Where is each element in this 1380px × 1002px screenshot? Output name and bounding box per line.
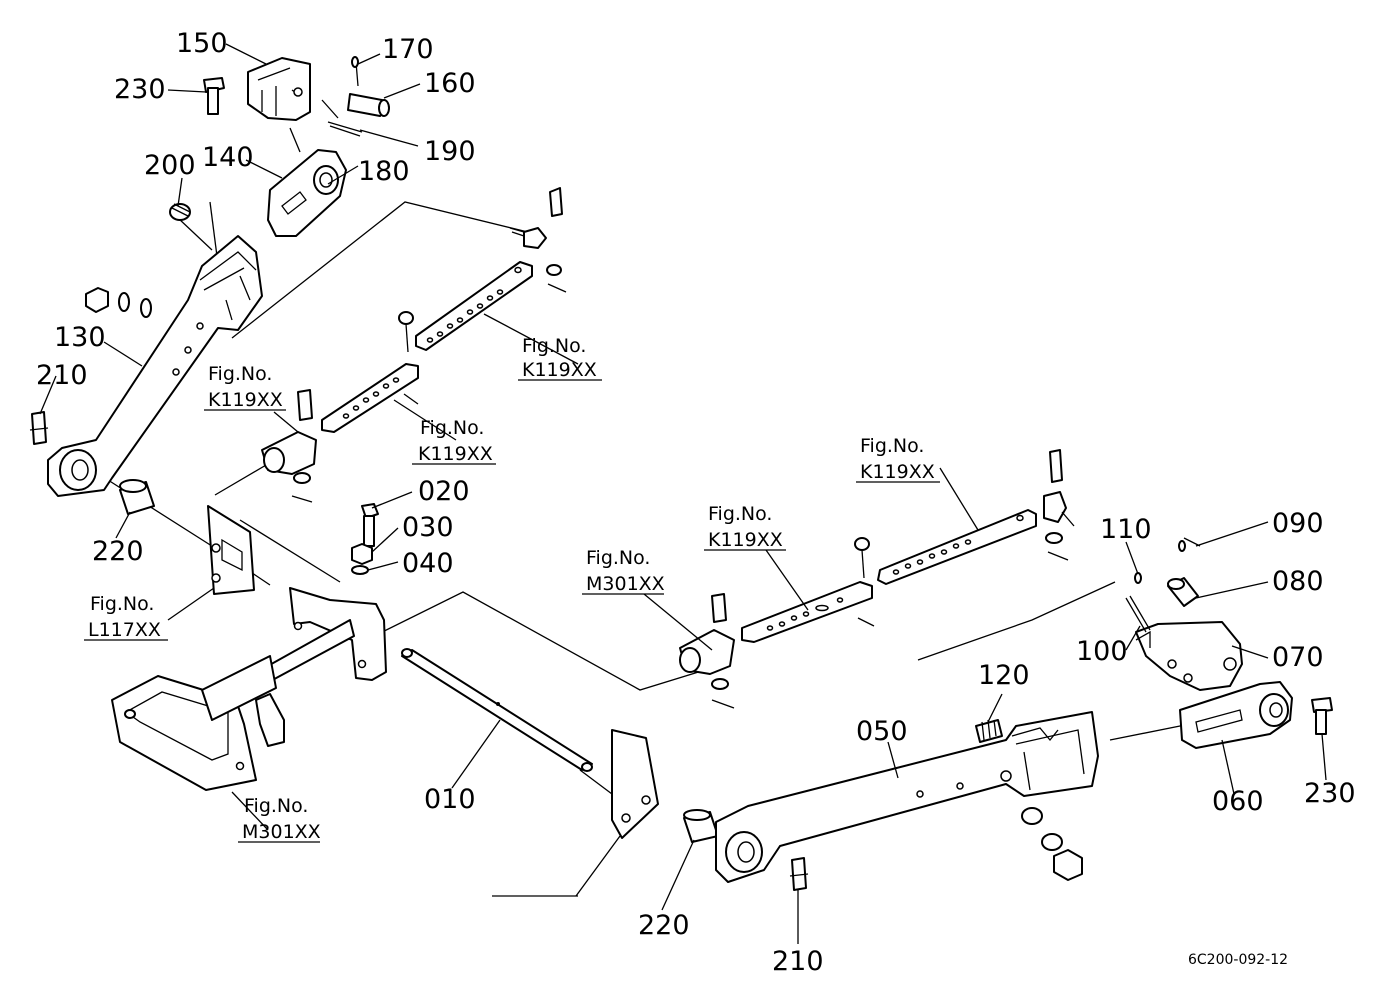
- part-230-pin-right: [1311, 697, 1333, 735]
- figref-title: Fig.No.: [586, 547, 650, 569]
- callout-210-right: 210: [772, 946, 824, 977]
- mast-bracket-m301-left: [207, 505, 255, 595]
- callout-160: 160: [424, 68, 476, 99]
- figref-k119-c: Fig.No. K119XX: [412, 417, 496, 465]
- top-link-rod-right-upper: [877, 449, 1075, 585]
- part-210-pin-left: [29, 411, 49, 445]
- figref-title: Fig.No.: [708, 503, 772, 525]
- part-200-spring: [169, 203, 191, 221]
- part-180-190-pins: [321, 99, 363, 137]
- figref-code: M301XX: [586, 573, 665, 595]
- callout-080: 080: [1272, 566, 1324, 597]
- part-nut-washers-left: [85, 287, 152, 318]
- callout-020: 020: [418, 476, 470, 507]
- figref-k119-d: Fig.No. K119XX: [856, 435, 940, 483]
- part-170-clip: [351, 56, 359, 87]
- top-link-rod-middle: [261, 311, 419, 503]
- part-160-pin: [347, 93, 390, 117]
- part-090-clip: [1178, 537, 1201, 552]
- drawbar-assembly: [111, 587, 387, 791]
- callout-190: 190: [424, 136, 476, 167]
- figref-code: K119XX: [522, 359, 597, 381]
- callout-130: 130: [54, 322, 106, 353]
- figref-title: Fig.No.: [90, 593, 154, 615]
- callout-050: 050: [856, 716, 908, 747]
- figref-code: K119XX: [418, 443, 493, 465]
- part-130-lift-arm: [47, 235, 263, 497]
- callout-220-left: 220: [92, 536, 144, 567]
- part-080-pin: [1167, 577, 1199, 607]
- figref-k119-a: Fig.No. K119XX: [518, 335, 602, 381]
- drawing-code: 6C200-092-12: [1188, 952, 1288, 968]
- callout-120: 120: [978, 660, 1030, 691]
- top-link-rod-right-lower: [679, 537, 875, 709]
- callout-100: 100: [1076, 636, 1128, 667]
- callout-200: 200: [144, 150, 196, 181]
- part-120-spring: [975, 719, 1003, 743]
- part-050-lift-arm: [715, 711, 1099, 883]
- figref-code: M301XX: [242, 821, 321, 843]
- part-030-nut: [351, 543, 373, 565]
- part-040-washer: [351, 565, 369, 575]
- figref-title: Fig.No.: [860, 435, 924, 457]
- callout-180: 180: [358, 156, 410, 187]
- callout-030: 030: [402, 512, 454, 543]
- figref-code: K119XX: [208, 389, 283, 411]
- part-230-pin-top: [203, 77, 225, 115]
- figref-code: K119XX: [708, 529, 783, 551]
- callout-090: 090: [1272, 508, 1324, 539]
- part-210-pin-right: [789, 857, 809, 891]
- part-100-110-pins: [1125, 572, 1151, 633]
- part-220-bushing-left: [119, 479, 155, 515]
- callout-170: 170: [382, 34, 434, 65]
- callout-150: 150: [176, 28, 228, 59]
- callout-230-top: 230: [114, 74, 166, 105]
- figref-title: Fig.No.: [208, 363, 272, 385]
- callout-230-right: 230: [1304, 778, 1356, 809]
- part-140-link: [267, 149, 347, 237]
- part-070-bracket: [1135, 621, 1243, 691]
- callout-010: 010: [424, 784, 476, 815]
- callout-070: 070: [1272, 642, 1324, 673]
- figure-references: Fig.No. K119XX Fig.No. K119XX Fig.No. K1…: [84, 335, 940, 897]
- leader-lines: [39, 43, 1327, 944]
- mast-bracket-m301-right: [611, 729, 659, 839]
- figref-m301-left: Fig.No. L117XX: [84, 593, 168, 641]
- figref-k119-e: Fig.No. K119XX: [704, 503, 786, 551]
- part-060-link: [1179, 681, 1293, 749]
- figref-l117: Fig.No. M301XX: [238, 795, 321, 843]
- callout-140: 140: [202, 142, 254, 173]
- part-150-bracket: [247, 57, 311, 121]
- figref-k119-f: Fig.No. M301XX: [582, 547, 665, 595]
- callout-210-left: 210: [36, 360, 88, 391]
- figref-title: Fig.No.: [420, 417, 484, 439]
- figref-code: L117XX: [88, 619, 161, 641]
- figref-k119-b: Fig.No. K119XX: [204, 363, 286, 411]
- nut-washers-right: [1021, 807, 1083, 881]
- callout-060: 060: [1212, 786, 1264, 817]
- part-220-bushing-right: [683, 809, 719, 843]
- callout-040: 040: [402, 548, 454, 579]
- callout-110: 110: [1100, 514, 1152, 545]
- callout-220-right: 220: [638, 910, 690, 941]
- top-link-rod-upper: [415, 187, 567, 351]
- figref-code: K119XX: [860, 461, 935, 483]
- figref-title: Fig.No.: [244, 795, 308, 817]
- part-020-bolt: [361, 503, 379, 547]
- part-010-cross-shaft: [401, 648, 593, 772]
- callout-numbers: 150 170 230 160 190 200 140 180 130 210 …: [36, 28, 1356, 977]
- figref-title: Fig.No.: [522, 335, 586, 357]
